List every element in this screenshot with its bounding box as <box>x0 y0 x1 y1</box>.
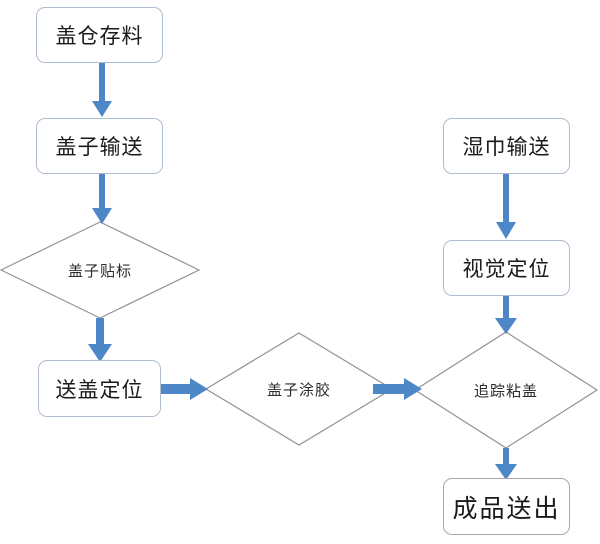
arrow-shijuedingwei-to-zhuizongzhangai <box>495 296 517 334</box>
node-label: 视觉定位 <box>462 258 551 281</box>
node-gaizishusong[interactable]: 盖子输送 <box>36 118 163 174</box>
node-shijuedingwei[interactable]: 视觉定位 <box>443 240 570 296</box>
node-gaizitujiao[interactable]: 盖子涂胶 <box>206 333 392 445</box>
node-zhuizongzhangai[interactable]: 追踪粘盖 <box>415 332 597 448</box>
node-shijinshusong[interactable]: 湿巾输送 <box>443 118 570 174</box>
node-label: 盖子涂胶 <box>266 381 331 399</box>
arrow-gaizishusong-to-gaizitiaobiao <box>92 174 112 224</box>
node-label: 盖子输送 <box>55 136 144 159</box>
arrow-gaizitiaobiao-to-songgaidingwei <box>88 318 112 362</box>
node-label: 盖仓存料 <box>55 25 144 48</box>
node-label: 湿巾输送 <box>462 136 551 159</box>
node-label: 追踪粘盖 <box>473 382 538 400</box>
node-gaizitiaobiao[interactable]: 盖子贴标 <box>1 222 199 318</box>
arrow-gaicangcunliao-to-gaizishusong <box>92 63 112 117</box>
node-chengpinsongchu[interactable]: 成品送出 <box>443 478 570 535</box>
node-label: 送盖定位 <box>55 378 144 402</box>
node-label: 成品送出 <box>452 495 561 523</box>
node-label: 盖子贴标 <box>67 262 132 280</box>
node-songgaidingwei[interactable]: 送盖定位 <box>38 360 161 417</box>
arrow-songgaidingwei-to-gaizitujiao <box>161 378 208 400</box>
arrow-shijinshusong-to-shijuedingwei <box>496 174 516 239</box>
node-gaicangcunliao[interactable]: 盖仓存料 <box>36 7 163 63</box>
arrow-zhuizongzhangai-to-chengpinsongchu <box>495 448 517 480</box>
